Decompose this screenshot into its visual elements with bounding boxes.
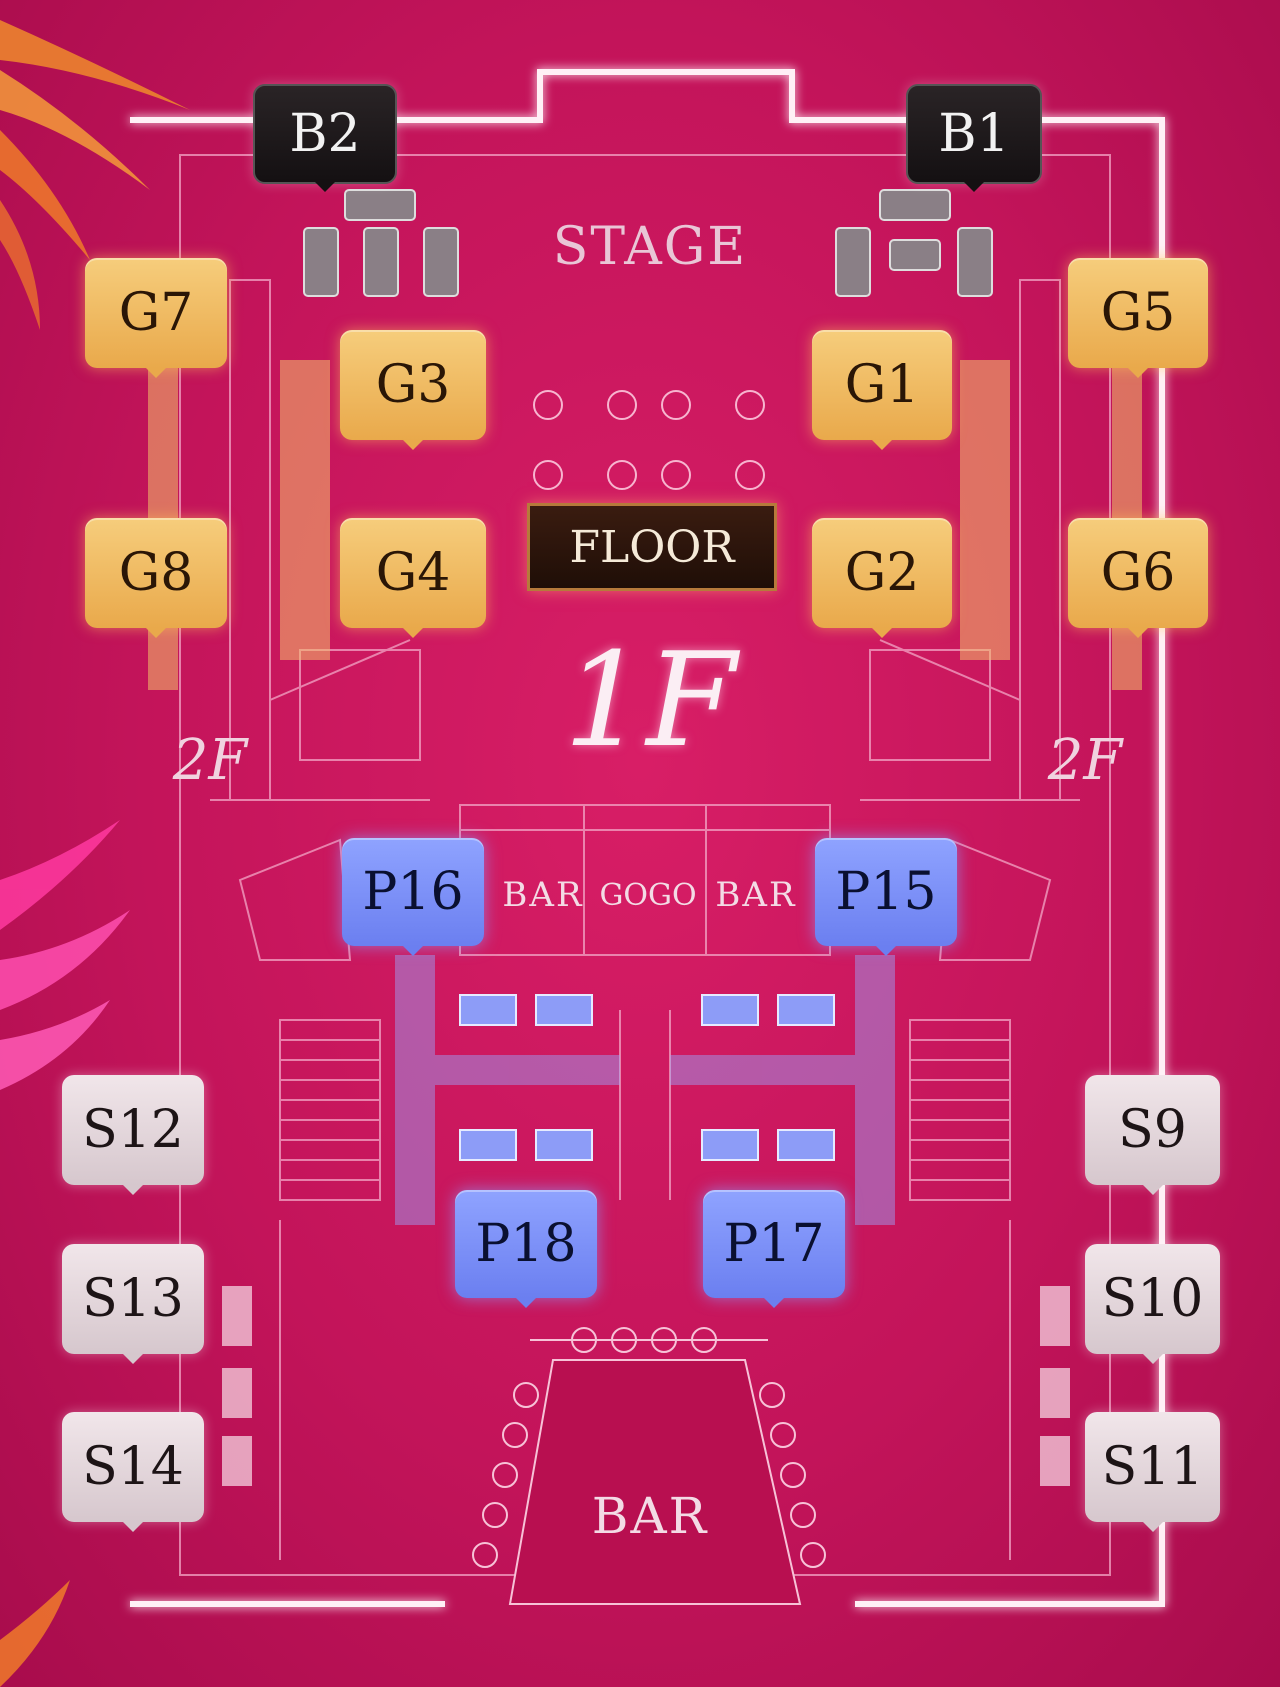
- table-s9[interactable]: S9: [1085, 1075, 1220, 1185]
- mezzanine-right-label: 2F: [1047, 727, 1123, 793]
- table-s10[interactable]: S10: [1085, 1244, 1220, 1354]
- table-g7[interactable]: G7: [85, 258, 227, 368]
- floor-label: FLOOR: [527, 503, 777, 591]
- table-g4[interactable]: G4: [340, 518, 486, 628]
- table-g8[interactable]: G8: [85, 518, 227, 628]
- table-g1[interactable]: G1: [812, 330, 952, 440]
- table-s13[interactable]: S13: [62, 1244, 204, 1354]
- gogo-label: GOGO: [599, 877, 697, 913]
- table-g3[interactable]: G3: [340, 330, 486, 440]
- stage-label: STAGE: [552, 217, 748, 277]
- table-p18[interactable]: P18: [455, 1190, 597, 1298]
- table-s11[interactable]: S11: [1085, 1412, 1220, 1522]
- table-g5[interactable]: G5: [1068, 258, 1208, 368]
- main-bar-label: BAR: [591, 1487, 709, 1545]
- table-b1[interactable]: B1: [906, 84, 1042, 184]
- bar-left-label: BAR: [502, 875, 584, 915]
- table-p15[interactable]: P15: [815, 838, 957, 946]
- mezzanine-left-label: 2F: [172, 727, 248, 793]
- table-s14[interactable]: S14: [62, 1412, 204, 1522]
- table-b2[interactable]: B2: [253, 84, 397, 184]
- table-p16[interactable]: P16: [342, 838, 484, 946]
- table-g2[interactable]: G2: [812, 518, 952, 628]
- table-p17[interactable]: P17: [703, 1190, 845, 1298]
- table-g6[interactable]: G6: [1068, 518, 1208, 628]
- table-s12[interactable]: S12: [62, 1075, 204, 1185]
- bar-right-label: BAR: [715, 875, 797, 915]
- level-label: 1F: [563, 624, 737, 776]
